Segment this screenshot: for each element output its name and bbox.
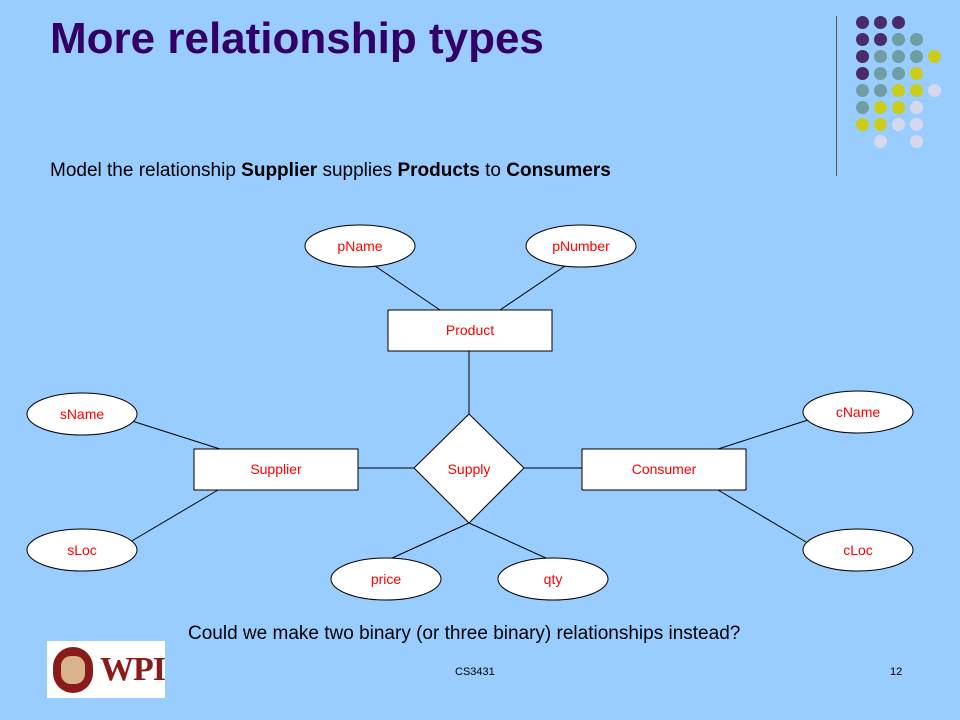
subtitle-prefix: Model the relationship	[50, 160, 236, 181]
dot	[856, 50, 869, 63]
dot	[892, 33, 905, 46]
edge-supply-qty	[468, 522, 549, 560]
attribute-qty	[497, 557, 609, 601]
attribute-pname	[304, 224, 416, 268]
subtitle-to: to	[485, 160, 501, 181]
dot	[856, 33, 869, 46]
slide-title: More relationship types	[50, 14, 544, 63]
dot	[874, 84, 887, 97]
edge-pname-product	[374, 265, 441, 311]
dot	[928, 50, 941, 63]
dot	[874, 33, 887, 46]
label-price: price	[371, 571, 402, 587]
dot	[910, 118, 923, 131]
label-cloc: cLoc	[843, 542, 873, 558]
attribute-price	[330, 557, 442, 601]
relationship-supply	[413, 413, 525, 524]
dot	[874, 67, 887, 80]
entity-product	[387, 309, 553, 352]
entity-consumer	[581, 448, 747, 491]
wpi-logo: WPI	[47, 641, 166, 698]
dot	[874, 118, 887, 131]
footer-course: CS3431	[455, 666, 495, 678]
dot	[874, 135, 887, 148]
dot	[892, 101, 905, 114]
edge-cloc-consumer	[717, 489, 807, 543]
label-sname: sName	[60, 406, 105, 422]
slide-subtitle: Model the relationship Supplier supplies…	[50, 160, 611, 182]
label-cname: cName	[836, 404, 881, 420]
dot	[856, 16, 869, 29]
title-divider	[836, 16, 837, 176]
dot	[856, 118, 869, 131]
dot	[910, 50, 923, 63]
dot	[928, 84, 941, 97]
dot	[910, 135, 923, 148]
question-text: Could we make two binary (or three binar…	[188, 623, 741, 644]
edge-sname-supplier	[131, 420, 221, 450]
dot	[874, 101, 887, 114]
label-sloc: sLoc	[67, 542, 97, 558]
logo-text: WPI	[100, 651, 166, 688]
edge-supply-price	[389, 522, 470, 560]
subtitle-supplies: supplies	[322, 160, 393, 181]
dot	[892, 67, 905, 80]
dot	[874, 50, 887, 63]
subtitle-products: Products	[397, 160, 480, 181]
edge-cname-consumer	[717, 419, 809, 450]
seal-shield-icon	[61, 656, 85, 684]
label-pnumber: pNumber	[552, 238, 610, 254]
dot	[910, 33, 923, 46]
dot	[910, 84, 923, 97]
label-consumer: Consumer	[632, 461, 697, 477]
footer-page-number: 12	[890, 666, 903, 678]
dot	[910, 67, 923, 80]
label-product: Product	[446, 322, 494, 338]
edge-sloc-supplier	[129, 489, 219, 543]
attribute-pnumber	[525, 224, 637, 268]
entity-supplier	[193, 448, 359, 491]
attribute-sname	[26, 392, 138, 436]
dot	[856, 67, 869, 80]
dot	[892, 118, 905, 131]
label-supply: Supply	[448, 461, 491, 477]
dot	[892, 50, 905, 63]
dot	[910, 101, 923, 114]
subtitle-consumers: Consumers	[506, 160, 611, 181]
dot	[874, 16, 887, 29]
dot	[856, 84, 869, 97]
wpi-seal-icon	[53, 647, 93, 693]
subtitle-supplier: Supplier	[241, 160, 318, 181]
dot	[892, 84, 905, 97]
attribute-cloc	[802, 528, 914, 572]
attribute-sloc	[26, 528, 138, 572]
label-supplier: Supplier	[250, 461, 302, 477]
dot	[892, 16, 905, 29]
edge-pnumber-product	[499, 265, 566, 311]
label-qty: qty	[544, 571, 563, 587]
dot	[856, 101, 869, 114]
label-pname: pName	[337, 238, 382, 254]
attribute-cname	[802, 390, 914, 434]
